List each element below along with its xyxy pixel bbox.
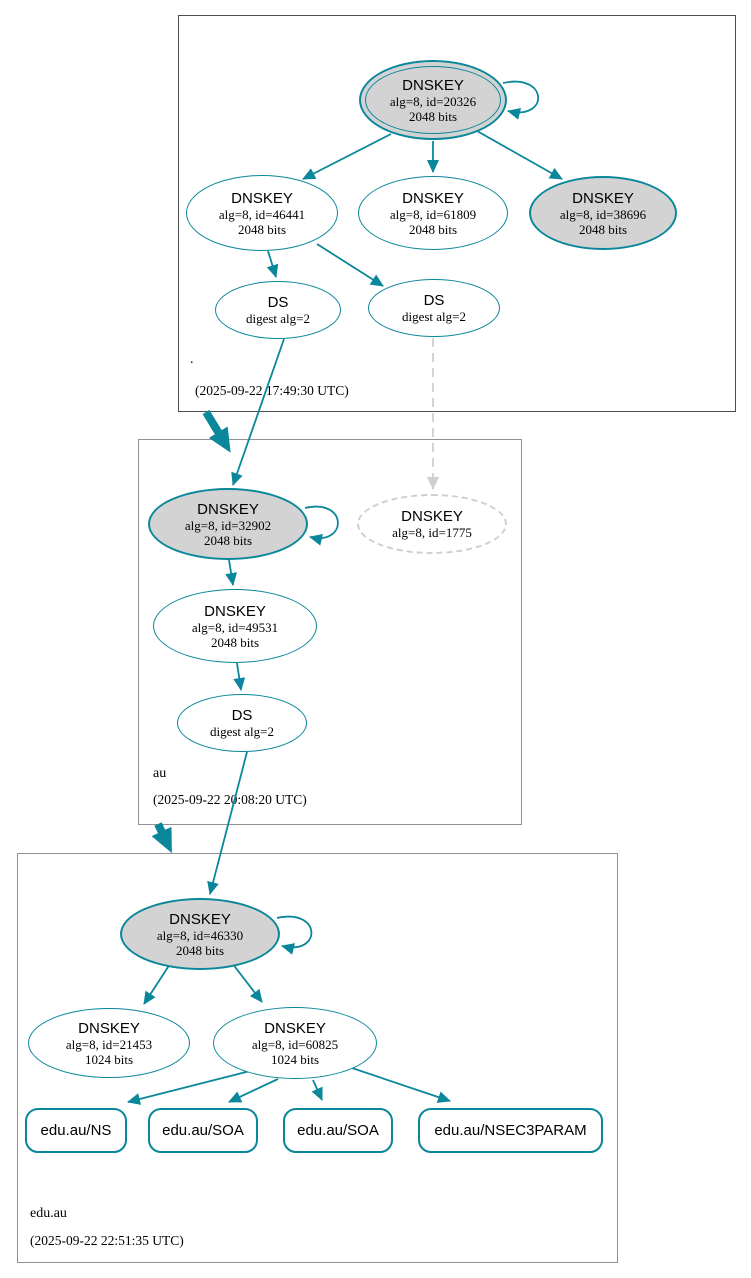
- zone-name-root: .: [190, 352, 194, 367]
- node-dnskey-32902: DNSKEY alg=8, id=32902 2048 bits: [148, 488, 308, 560]
- node-title: DS: [231, 707, 253, 724]
- rrset-edu-au-soa-1: edu.au/SOA: [148, 1108, 258, 1153]
- node-ds-root-1: DS digest alg=2: [215, 281, 341, 339]
- node-dnskey-49531: DNSKEY alg=8, id=49531 2048 bits: [153, 589, 317, 663]
- node-detail: alg=8, id=38696: [559, 206, 647, 222]
- zone-timestamp-root: (2025-09-22 17:49:30 UTC): [195, 383, 349, 398]
- node-detail: alg=8, id=60825: [251, 1036, 339, 1052]
- node-detail: alg=8, id=32902: [184, 517, 272, 533]
- node-detail: 1024 bits: [84, 1051, 134, 1067]
- node-detail: alg=8, id=61809: [389, 206, 477, 222]
- zone-name-edu-au: edu.au: [30, 1206, 67, 1221]
- node-dnskey-60825: DNSKEY alg=8, id=60825 1024 bits: [213, 1007, 377, 1079]
- node-detail: alg=8, id=46330: [156, 927, 244, 943]
- zone-timestamp-au: (2025-09-22 20:08:20 UTC): [153, 792, 307, 807]
- rrset-edu-au-ns: edu.au/NS: [25, 1108, 127, 1153]
- node-title: DNSKEY: [169, 910, 231, 928]
- node-detail: alg=8, id=49531: [191, 619, 279, 635]
- node-ds-au: DS digest alg=2: [177, 694, 307, 752]
- ksk-double-ring: [365, 66, 501, 134]
- node-detail: alg=8, id=21453: [65, 1036, 153, 1052]
- node-detail: 2048 bits: [578, 221, 628, 237]
- node-detail: alg=8, id=20326: [389, 93, 477, 109]
- node-title: DNSKEY: [572, 189, 634, 207]
- node-detail: 2048 bits: [237, 221, 287, 237]
- node-detail: 2048 bits: [408, 221, 458, 237]
- node-title: DS: [423, 292, 445, 309]
- node-title: DNSKEY: [204, 602, 266, 620]
- rrset-edu-au-soa-2: edu.au/SOA: [283, 1108, 393, 1153]
- node-title: DNSKEY: [401, 508, 463, 525]
- node-dnskey-20326: DNSKEY alg=8, id=20326 2048 bits: [359, 60, 507, 140]
- node-detail: 2048 bits: [210, 634, 260, 650]
- node-dnskey-46441: DNSKEY alg=8, id=46441 2048 bits: [186, 175, 338, 251]
- edge-zone-au-to-edu-thick: [151, 822, 172, 854]
- node-title: DNSKEY: [78, 1019, 140, 1037]
- zone-name-au: au: [153, 766, 167, 781]
- node-dnskey-1775-missing: DNSKEY alg=8, id=1775: [357, 494, 507, 554]
- node-dnskey-46330: DNSKEY alg=8, id=46330 2048 bits: [120, 898, 280, 970]
- node-detail: 2048 bits: [175, 942, 225, 958]
- zone-timestamp-edu-au: (2025-09-22 22:51:35 UTC): [30, 1233, 184, 1248]
- node-dnskey-21453: DNSKEY alg=8, id=21453 1024 bits: [28, 1008, 190, 1078]
- node-title: DNSKEY: [402, 76, 464, 94]
- node-title: DS: [267, 294, 289, 311]
- node-detail: digest alg=2: [245, 311, 311, 326]
- node-detail: alg=8, id=46441: [218, 206, 306, 222]
- node-detail: 2048 bits: [203, 532, 253, 548]
- node-title: DNSKEY: [402, 189, 464, 207]
- node-detail: alg=8, id=1775: [392, 525, 472, 540]
- node-detail: digest alg=2: [209, 724, 275, 739]
- node-detail: digest alg=2: [401, 309, 467, 324]
- node-title: DNSKEY: [197, 500, 259, 518]
- node-dnskey-38696: DNSKEY alg=8, id=38696 2048 bits: [529, 176, 677, 250]
- node-title: DNSKEY: [231, 189, 293, 207]
- node-detail: 1024 bits: [270, 1051, 320, 1067]
- node-dnskey-61809: DNSKEY alg=8, id=61809 2048 bits: [358, 176, 508, 250]
- node-ds-root-2: DS digest alg=2: [368, 279, 500, 337]
- node-detail: 2048 bits: [408, 108, 458, 124]
- rrset-edu-au-nsec3param: edu.au/NSEC3PARAM: [418, 1108, 603, 1153]
- node-title: DNSKEY: [264, 1019, 326, 1037]
